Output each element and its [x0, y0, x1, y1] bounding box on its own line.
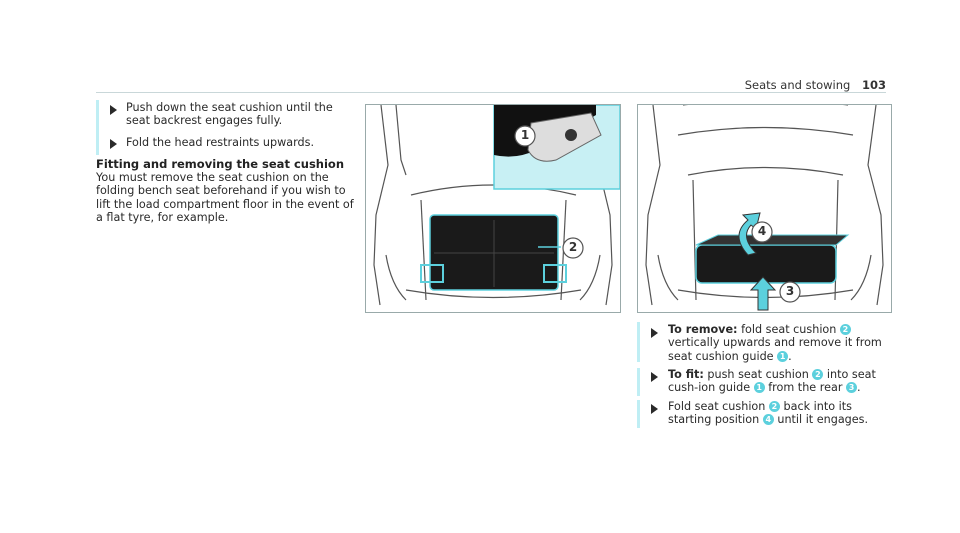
- step-to-fit: To fit: push seat cushion 2 into seat cu…: [668, 368, 890, 395]
- step-fold-back: Fold seat cushion 2 back into its starti…: [668, 400, 890, 427]
- section-title: Seats and stowing: [744, 78, 851, 92]
- callout-1: 1: [520, 128, 530, 142]
- header-rule: [96, 92, 886, 93]
- step-highlight-bar: [637, 368, 640, 396]
- step-text: .: [788, 349, 792, 363]
- callout-badge-2: 2: [812, 369, 824, 380]
- step-highlight-bar: [96, 100, 99, 138]
- page-header: Seats and stowing 103: [745, 78, 886, 92]
- step-label: To remove:: [668, 323, 738, 336]
- callout-4: 4: [757, 224, 767, 238]
- step-text: until it engages.: [777, 413, 869, 427]
- figure-seat-cushion-installed: 1 2: [365, 104, 621, 313]
- step-arrow-icon: [110, 139, 117, 149]
- trunk-illustration-1: [373, 105, 620, 306]
- step-arrow-icon: [651, 404, 658, 414]
- callout-badge-1: 1: [753, 382, 765, 394]
- step-arrow-icon: [651, 372, 658, 382]
- callout-badge-4: 4: [762, 414, 774, 426]
- callout-badge-3: 3: [845, 382, 857, 394]
- step-highlight-bar: [637, 400, 640, 428]
- step-label: To fit:: [668, 368, 704, 381]
- step-text: into seat cush-ion guide: [668, 368, 876, 395]
- step-text: .: [856, 381, 861, 395]
- step-text: vertically upwards and remove it from se…: [668, 336, 882, 363]
- step-fold-head-restraints: Fold the head restraints upwards.: [126, 136, 315, 149]
- step-text: from the rear: [768, 381, 843, 395]
- step-highlight-bar: [96, 137, 99, 155]
- trunk-illustration-2: [645, 105, 884, 311]
- step-arrow-icon: [651, 328, 658, 338]
- step-push-down: Push down the seat cushion until the sea…: [126, 101, 333, 128]
- callout-3: 3: [785, 284, 795, 298]
- step-to-remove: To remove: fold seat cushion 2 verticall…: [668, 323, 890, 363]
- callout-2: 2: [568, 240, 578, 254]
- callout-badge-2: 2: [768, 401, 780, 412]
- step-arrow-icon: [110, 105, 117, 115]
- page-number: 103: [861, 78, 886, 92]
- callout-badge-1: 1: [777, 350, 789, 362]
- step-text: back into its starting position: [668, 400, 852, 427]
- section-heading: Fitting and removing the seat cushion: [96, 157, 345, 171]
- step-highlight-bar: [637, 322, 640, 362]
- intro-paragraph: You must remove the seat cushion on the …: [96, 171, 354, 225]
- callout-badge-2: 2: [839, 324, 851, 335]
- step-text: Fold seat cushion: [668, 400, 766, 413]
- figure-seat-cushion-removal: 4 3: [637, 104, 892, 313]
- step-text: push seat cushion: [707, 368, 809, 381]
- step-text: fold seat cushion: [741, 323, 837, 336]
